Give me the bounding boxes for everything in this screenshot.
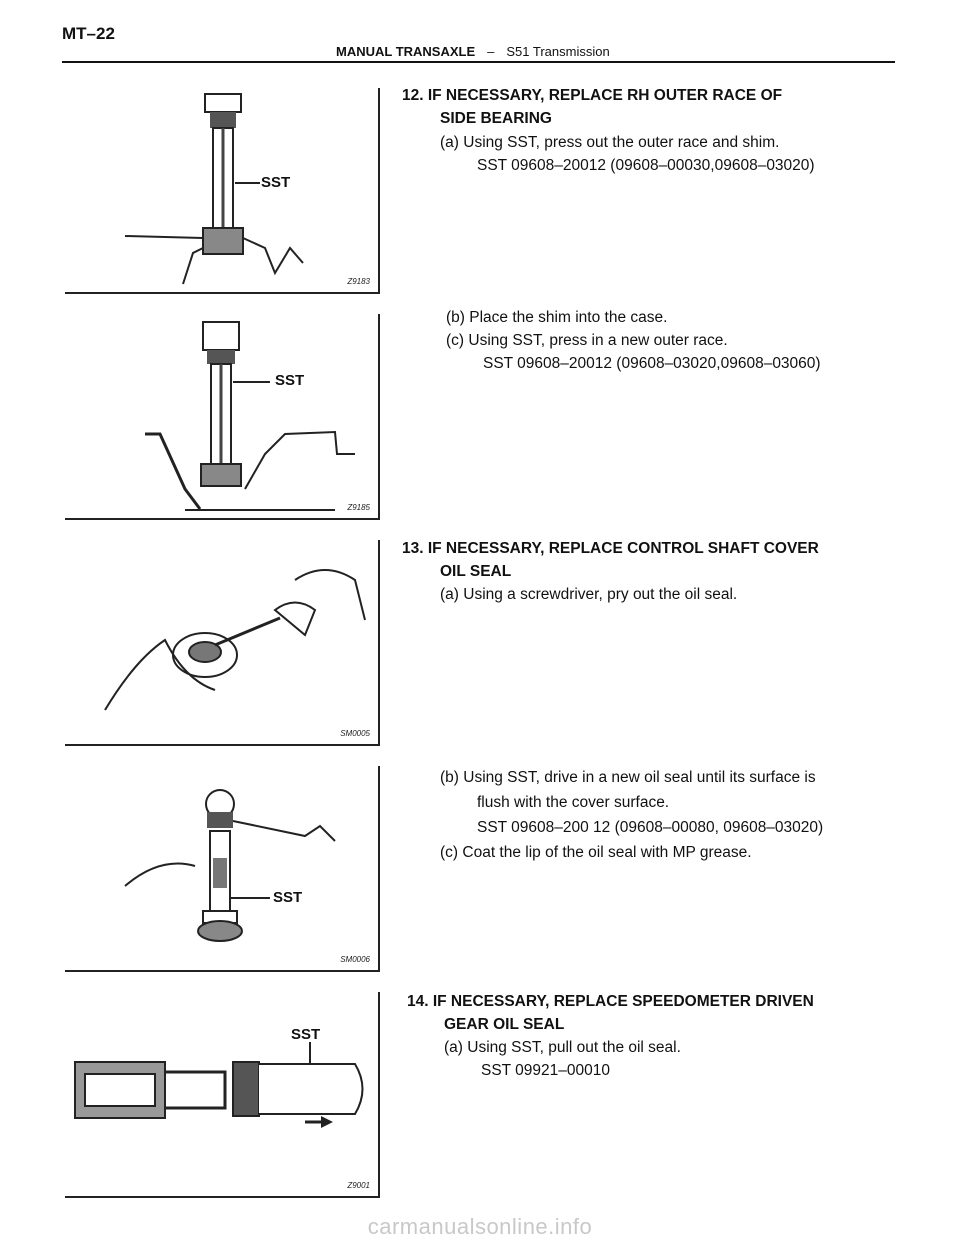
step-14a-sst: SST 09921–00010 [481, 1062, 610, 1079]
step-13b: (b) Using SST, drive in a new oil seal u… [440, 769, 816, 786]
step-13c: (c) Coat the lip of the oil seal with MP… [440, 844, 752, 861]
step-12a: (a) Using SST, press out the outer race … [440, 134, 780, 151]
header-separator: – [487, 44, 495, 59]
step-12-title: 12. IF NECESSARY, REPLACE RH OUTER RACE … [402, 87, 783, 104]
figure-pull-oil-seal: SST Z9001 [65, 992, 380, 1198]
figure-code: Z9185 [347, 503, 370, 512]
step-13b-cont: flush with the cover surface. [477, 794, 670, 811]
step-12-title-cont: SIDE BEARING [440, 110, 552, 127]
step-13a: (a) Using a screwdriver, pry out the oil… [440, 586, 738, 603]
step-12c-sst: SST 09608–20012 (09608–03020,09608–03060… [483, 355, 821, 372]
figure-code: Z9001 [347, 1181, 370, 1190]
figure-press-in-outer-race: SST Z9185 [65, 314, 380, 520]
figure-pry-oil-seal: SM0005 [65, 540, 380, 746]
step-12c: (c) Using SST, press in a new outer race… [446, 332, 728, 349]
sst-callout: SST [273, 889, 303, 906]
figure-code: SM0005 [340, 729, 370, 738]
press-out-illustration [124, 93, 304, 285]
step-14-title: 14. IF NECESSARY, REPLACE SPEEDOMETER DR… [407, 993, 814, 1010]
press-in-illustration [145, 321, 355, 511]
step-14a: (a) Using SST, pull out the oil seal. [444, 1039, 681, 1056]
running-header: MANUAL TRANSAXLE–S51 Transmission [336, 44, 610, 59]
figure-drive-oil-seal: SST SM0006 [65, 766, 380, 972]
figure-press-out-outer-race: SST Z9183 [65, 88, 380, 294]
header-subsection: S51 Transmission [506, 44, 610, 59]
sst-callout: SST [261, 174, 291, 191]
sst-callout: SST [291, 1026, 321, 1043]
step-12b: (b) Place the shim into the case. [446, 309, 668, 326]
step-13-title-cont: OIL SEAL [440, 563, 512, 580]
step-13-title: 13. IF NECESSARY, REPLACE CONTROL SHAFT … [402, 540, 819, 557]
step-14-title-cont: GEAR OIL SEAL [444, 1016, 565, 1033]
step-13b-sst: SST 09608–200 12 (09608–00080, 09608–030… [477, 819, 824, 836]
drive-seal-illustration [124, 789, 336, 942]
header-rule [62, 61, 895, 63]
pry-seal-illustration [104, 569, 366, 711]
figure-code: SM0006 [340, 955, 370, 964]
pull-seal-illustration [74, 1042, 364, 1128]
sst-callout: SST [275, 372, 305, 389]
step-12a-sst: SST 09608–20012 (09608–00030,09608–03020… [477, 157, 815, 174]
figure-code: Z9183 [347, 277, 370, 286]
header-section: MANUAL TRANSAXLE [336, 44, 476, 59]
page-number: MT–22 [62, 24, 115, 43]
site-watermark: carmanualsonline.info [367, 1214, 593, 1239]
